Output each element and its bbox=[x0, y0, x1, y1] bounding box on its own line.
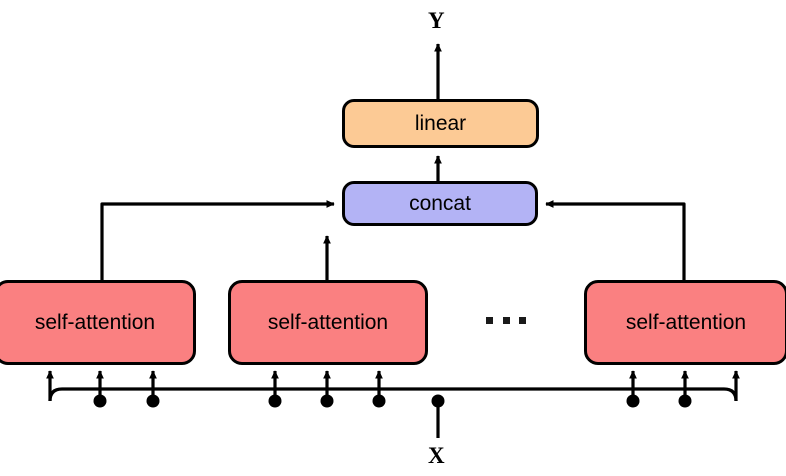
junction-dot bbox=[93, 394, 107, 408]
junction-dot bbox=[146, 394, 160, 408]
junction-dot bbox=[372, 394, 386, 408]
junction-dot bbox=[268, 394, 282, 408]
input-label-x: X bbox=[428, 443, 445, 468]
self-attention-node-3[interactable]: self-attention bbox=[584, 280, 786, 365]
concat-node-label: concat bbox=[409, 192, 471, 215]
junction-dot bbox=[320, 394, 334, 408]
ellipsis-dot bbox=[486, 316, 493, 324]
wire-head1-to-concat bbox=[100, 200, 335, 280]
ellipsis-dot bbox=[519, 316, 526, 324]
self-attention-node-1[interactable]: self-attention bbox=[0, 280, 196, 365]
junction-dot bbox=[431, 394, 445, 408]
junction-dots bbox=[93, 394, 692, 408]
junction-dot bbox=[678, 394, 692, 408]
linear-node[interactable]: linear bbox=[342, 99, 539, 148]
output-label-y: Y bbox=[428, 8, 445, 33]
self-attention-node-2-label: self-attention bbox=[267, 311, 389, 334]
self-attention-node-1-label: self-attention bbox=[34, 311, 156, 334]
concat-node[interactable]: concat bbox=[342, 181, 538, 226]
ellipsis-icon bbox=[486, 310, 526, 330]
self-attention-node-3-label: self-attention bbox=[625, 311, 747, 334]
ellipsis-dot bbox=[502, 316, 510, 324]
linear-node-label: linear bbox=[414, 112, 467, 135]
junction-dot bbox=[626, 394, 640, 408]
wire-head3-to-concat bbox=[545, 200, 686, 280]
self-attention-node-2[interactable]: self-attention bbox=[228, 280, 428, 365]
